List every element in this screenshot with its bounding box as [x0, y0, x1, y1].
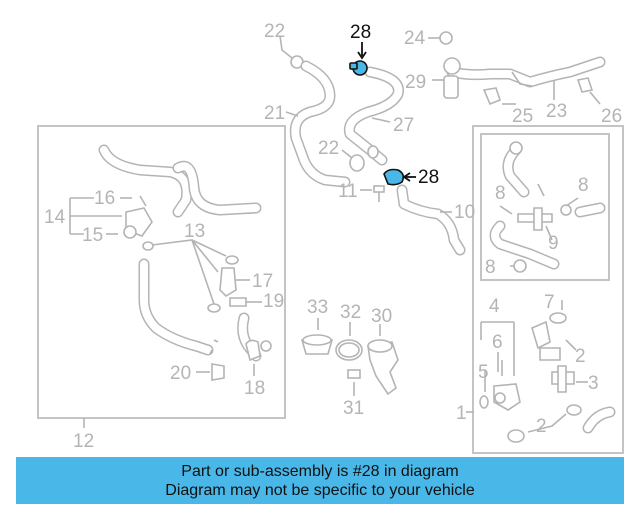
callout-13: 13 — [184, 221, 205, 242]
callout-11: 11 — [338, 181, 358, 202]
right-assembly-box — [472, 125, 624, 454]
bolt-part-11 — [360, 185, 385, 202]
callout-2-b: 2 — [536, 416, 547, 437]
clip-part-24 — [428, 31, 453, 45]
clip-part-20 — [196, 363, 225, 381]
callout-23: 23 — [546, 101, 567, 122]
callout-4: 4 — [489, 296, 500, 317]
clip-part-29 — [432, 75, 459, 99]
clip-part-26 — [576, 77, 601, 105]
bracket-14 — [69, 197, 132, 235]
highlighted-part-28-mid — [383, 168, 416, 186]
hose-part-21 — [285, 60, 351, 188]
callout-14: 14 — [44, 207, 66, 228]
callout-1: 1 — [456, 403, 467, 424]
callout-8-c: 8 — [485, 257, 496, 278]
housing-part-30 — [367, 324, 399, 396]
part-33 — [300, 318, 334, 355]
callout-27: 27 — [393, 115, 414, 136]
banner-line-2: Diagram may not be specific to your vehi… — [165, 481, 475, 499]
callout-18: 18 — [244, 378, 265, 399]
bolt-part-31 — [347, 369, 361, 396]
banner-line-1: Part or sub-assembly is #28 in diagram — [181, 462, 459, 480]
callout-25: 25 — [512, 106, 533, 127]
coolant-pipe-part-23 — [443, 56, 606, 100]
callout-7: 7 — [544, 292, 555, 313]
hose-part-10 — [396, 184, 466, 256]
callout-28-top: 28 — [350, 22, 371, 43]
bracket-4-6 — [479, 321, 515, 409]
clip-part-25 — [482, 87, 516, 106]
connector-part-19 — [229, 297, 272, 352]
callout-17: 17 — [252, 271, 273, 292]
callout-26: 26 — [601, 106, 622, 127]
callout-8-b: 8 — [578, 175, 589, 196]
right-sub-box — [480, 133, 610, 281]
callout-19: 19 — [263, 291, 284, 312]
callout-12: 12 — [73, 431, 94, 452]
callout-29: 29 — [405, 72, 426, 93]
callout-10: 10 — [454, 202, 475, 223]
callout-8-a: 8 — [495, 183, 506, 204]
callout-21: 21 — [264, 103, 285, 124]
right-sub-parts — [489, 141, 606, 273]
callout-3: 3 — [588, 373, 599, 394]
clamp-part-13-group — [142, 239, 239, 313]
callout-9: 9 — [548, 233, 559, 254]
callout-20: 20 — [170, 363, 191, 384]
callout-16: 16 — [94, 188, 115, 209]
connector-part-18 — [245, 339, 261, 376]
callout-31: 31 — [343, 398, 364, 419]
clamp-part-22-top — [279, 35, 304, 69]
callout-28-mid: 28 — [418, 167, 439, 188]
hose-assembly-left-box — [98, 144, 262, 362]
callout-22-top: 22 — [264, 21, 285, 42]
callout-6: 6 — [492, 332, 503, 353]
callout-5: 5 — [478, 362, 489, 383]
clamp-part-22-mid — [341, 145, 379, 172]
callout-22-mid: 22 — [318, 138, 339, 159]
oring-part-32 — [335, 322, 363, 361]
left-assembly-box — [37, 125, 286, 419]
callout-2-a: 2 — [575, 346, 586, 367]
hose-part-27 — [343, 66, 404, 166]
right-lower-parts — [466, 300, 616, 443]
callout-32: 32 — [340, 302, 361, 323]
callout-24: 24 — [404, 28, 426, 49]
callout-30: 30 — [371, 306, 392, 327]
highlighted-part-28-top — [349, 42, 368, 76]
callout-33: 33 — [307, 297, 328, 318]
connector-part-17 — [219, 267, 250, 298]
info-banner: Part or sub-assembly is #28 in diagram D… — [16, 457, 624, 504]
callout-15: 15 — [82, 225, 103, 246]
